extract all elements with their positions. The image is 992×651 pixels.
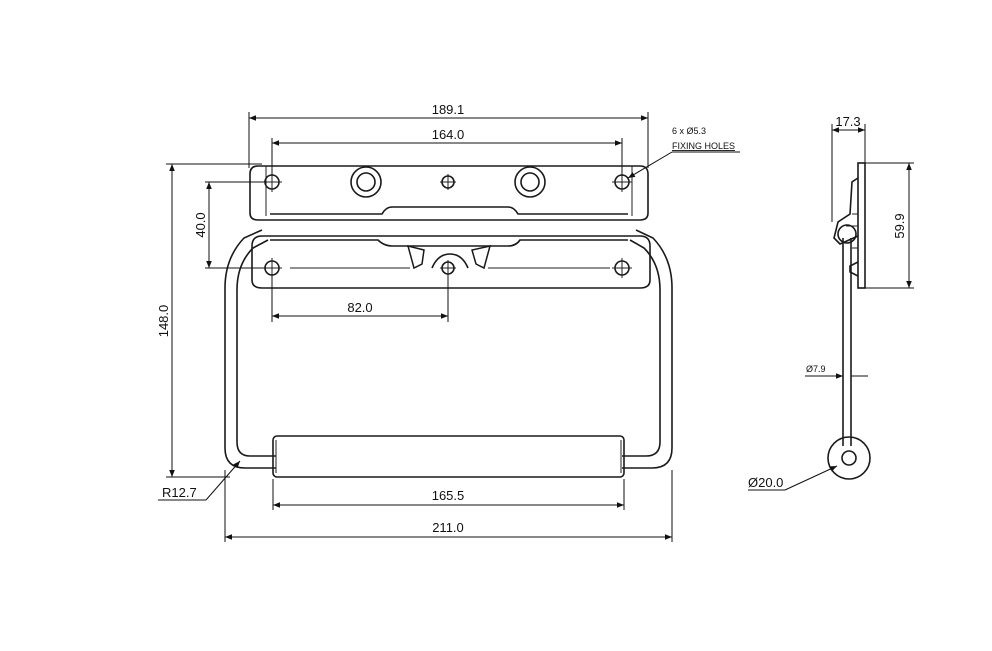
- dim-top-holes: 164.0: [432, 127, 465, 142]
- side-pivot: [837, 224, 857, 244]
- front-dimensions: 189.1 164.0 148.0 40.0 82.0 165.5 211.0: [156, 102, 740, 542]
- dim-grip-diameter: Ø20.0: [748, 475, 783, 490]
- grip-tube: [272, 435, 625, 478]
- center-notch: [431, 253, 469, 269]
- bracket-rib: [270, 239, 628, 247]
- fixing-hole: [440, 174, 456, 190]
- side-bracket: [833, 177, 859, 277]
- latch-right: [471, 244, 492, 270]
- base-plate: [249, 165, 649, 221]
- note-holes-label: FIXING HOLES: [672, 141, 735, 151]
- base-plate-inner: [265, 166, 633, 216]
- side-grip: [827, 436, 871, 480]
- dim-side-height: 59.9: [892, 213, 907, 238]
- side-plate: [857, 162, 866, 289]
- dim-height-total: 148.0: [156, 305, 171, 338]
- rivet: [514, 166, 546, 198]
- dim-top-overall: 189.1: [432, 102, 465, 117]
- lower-bracket: [251, 235, 651, 289]
- fixing-hole: [612, 258, 632, 278]
- plate-rib: [270, 206, 628, 215]
- note-holes: 6 x Ø5.3: [672, 126, 706, 136]
- fixing-hole: [440, 260, 456, 276]
- dim-grip-length: 165.5: [432, 488, 465, 503]
- dim-vertical-holes: 40.0: [193, 212, 208, 237]
- dim-bend-radius: R12.7: [162, 485, 197, 500]
- side-dimensions: 17.3 59.9 Ø7.9 Ø20.0: [748, 114, 914, 491]
- side-grip-core: [841, 450, 857, 466]
- dim-rod-diameter: Ø7.9: [806, 364, 826, 374]
- dim-side-depth: 17.3: [835, 114, 860, 129]
- latch-left: [406, 244, 425, 270]
- dim-overall-width: 211.0: [432, 520, 464, 535]
- side-view: [827, 162, 871, 480]
- dim-center-offset: 82.0: [347, 300, 372, 315]
- rivet: [350, 166, 382, 198]
- handle-wire-inner: [236, 239, 661, 457]
